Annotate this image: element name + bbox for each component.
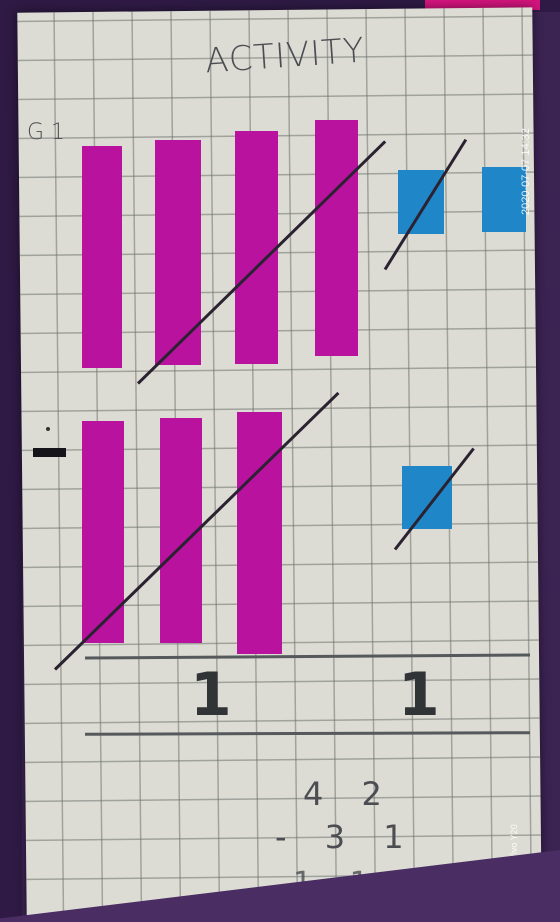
tens-bar bbox=[235, 131, 278, 364]
tens-bar bbox=[82, 146, 122, 368]
ones-square bbox=[398, 170, 444, 234]
tens-result-tally: 1 bbox=[190, 660, 232, 730]
device-watermark: Vivo Y20 bbox=[509, 824, 519, 860]
timestamp-watermark: 2020-07-07 14:32 bbox=[520, 128, 532, 215]
minuend-number: 4 2 bbox=[303, 775, 396, 813]
tens-bar bbox=[155, 140, 201, 365]
minus-dot bbox=[46, 427, 50, 431]
ones-result-tally: 1 bbox=[398, 660, 440, 730]
group-label: G 1 bbox=[27, 120, 65, 145]
subtrahend-number: - 3 1 bbox=[275, 818, 418, 856]
minus-sign bbox=[33, 448, 66, 457]
tens-bar bbox=[315, 120, 358, 356]
tens-bar bbox=[237, 412, 282, 654]
ones-square bbox=[402, 466, 452, 529]
